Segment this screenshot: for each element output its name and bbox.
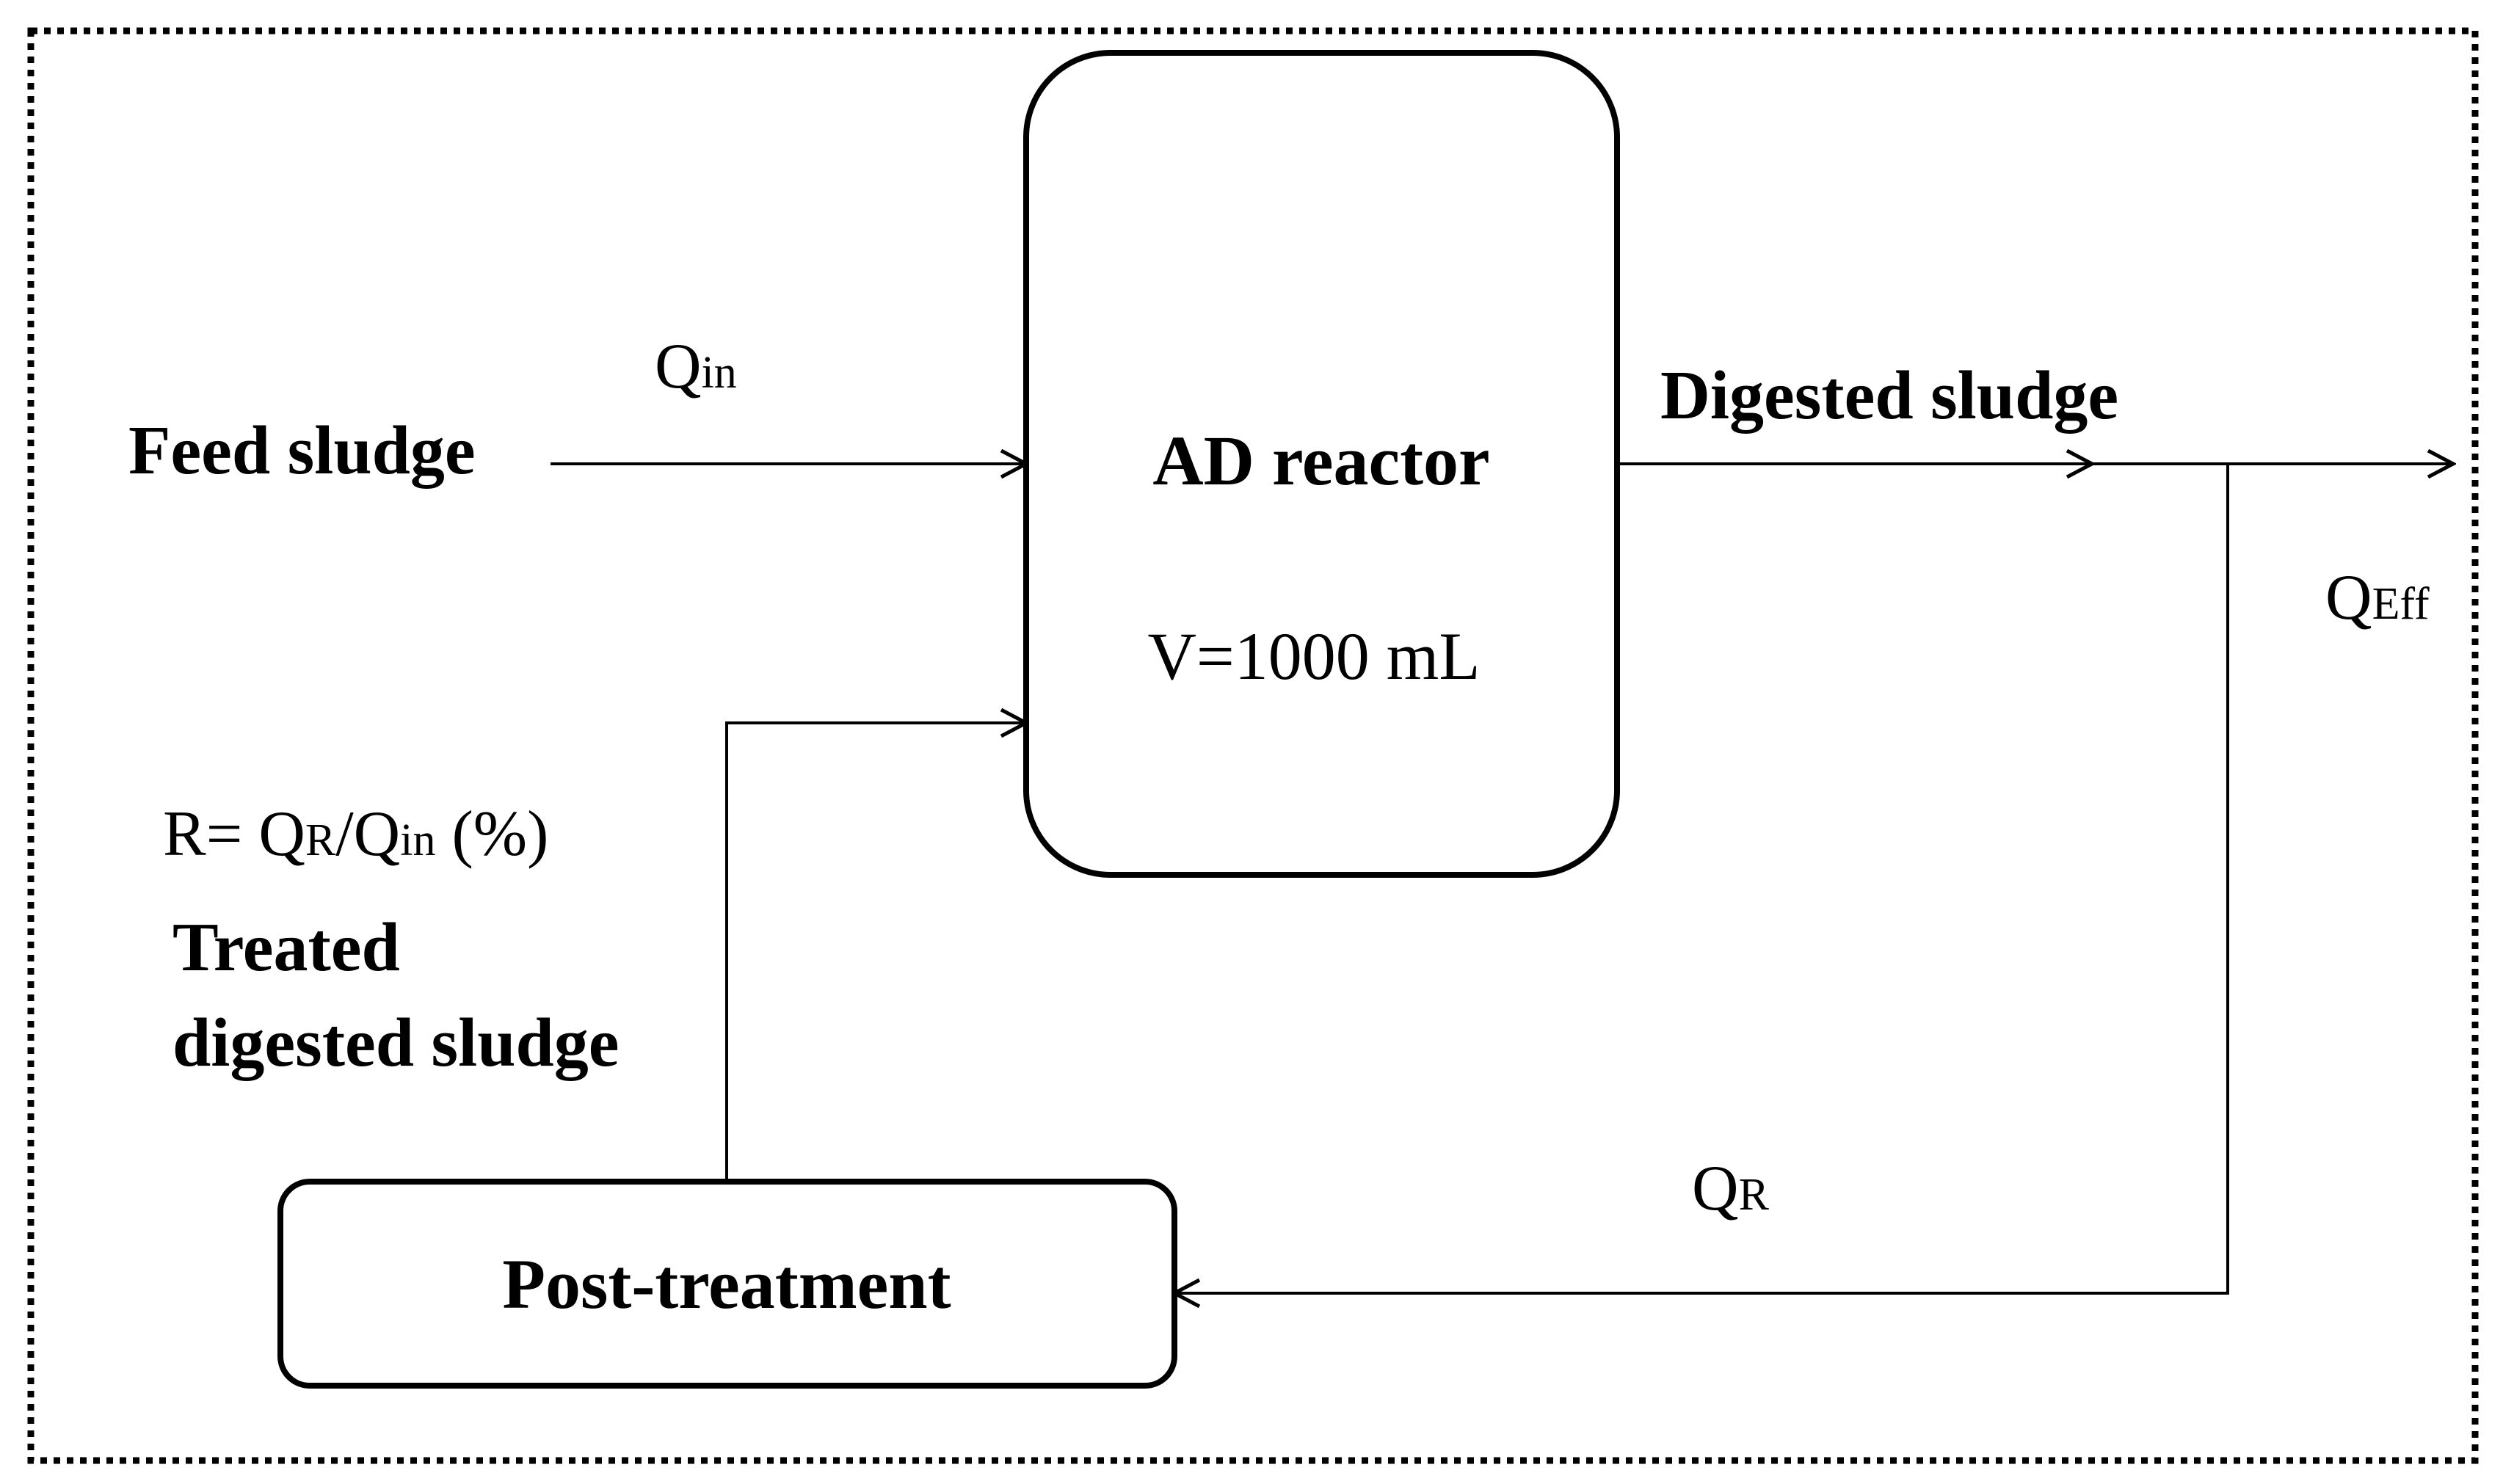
recycle-ratio-label: R= QR/Qin (%) xyxy=(163,799,548,870)
reactor-title: AD reactor xyxy=(1152,421,1489,500)
q-r-label: QR xyxy=(1692,1153,1770,1224)
q-eff-label: QEff xyxy=(2325,562,2430,633)
recycle-line xyxy=(1174,464,2229,1293)
digested-sludge-label: Digested sludge xyxy=(1660,357,2118,434)
q-in-label: Qin xyxy=(655,331,737,402)
feed-sludge-label: Feed sludge xyxy=(128,412,476,489)
treated-label-line2: digested sludge xyxy=(172,1005,619,1081)
treated-label-line1: Treated xyxy=(172,909,400,986)
treated-return-line xyxy=(725,723,1026,1182)
dotted-frame xyxy=(27,27,2479,1464)
reactor-volume: V=1000 mL xyxy=(1147,619,1480,694)
post-treatment-label: Post-treatment xyxy=(502,1245,951,1323)
